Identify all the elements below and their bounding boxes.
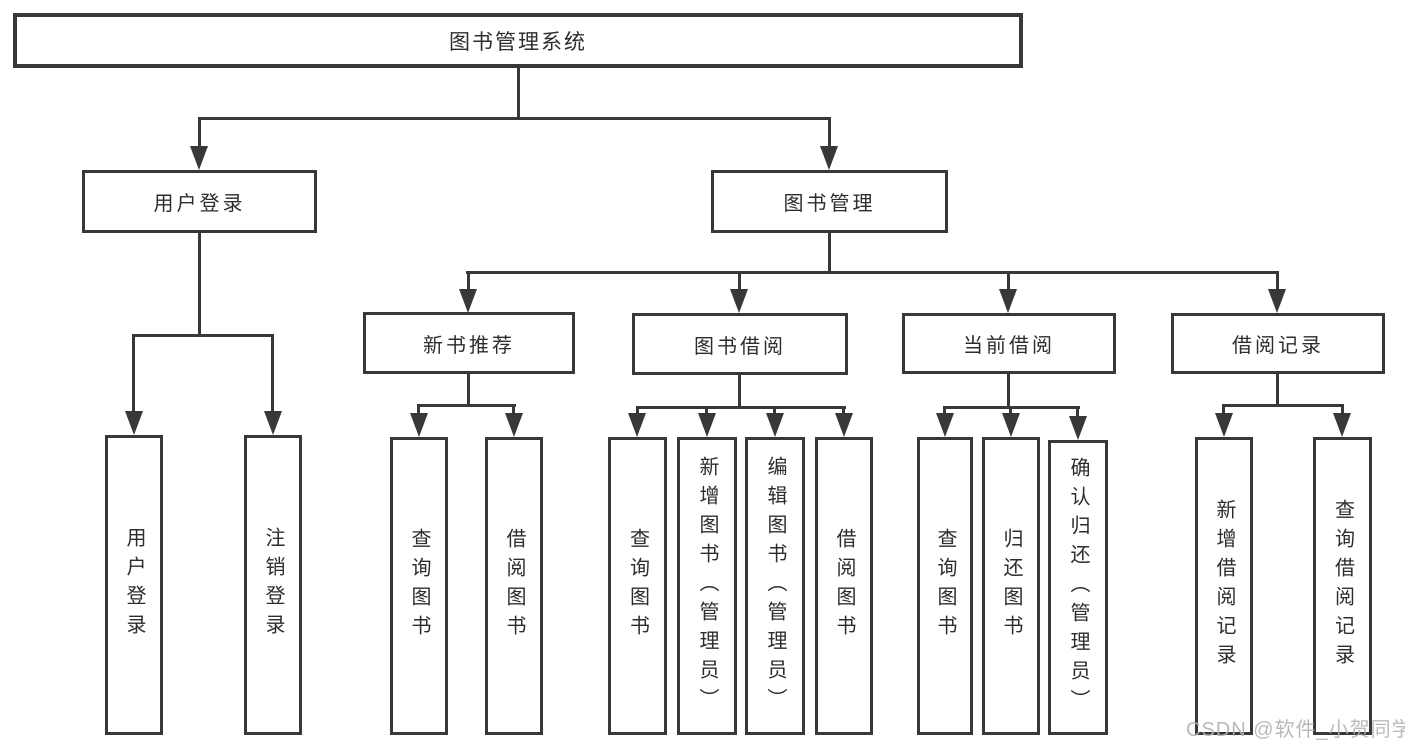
node-leaf-query-borrow-record-label: 查询借阅记录 (1331, 499, 1354, 673)
arrowhead (820, 146, 838, 170)
connector-records-trunk (1276, 373, 1279, 406)
arrowhead (730, 289, 748, 313)
arrowhead (125, 411, 143, 435)
node-book-borrowing-label: 图书借阅 (694, 335, 786, 358)
node-leaf-borrow-book-recommend-label: 借阅图书 (503, 528, 525, 644)
connector-stub (1276, 271, 1279, 292)
node-leaf-logout-login-label: 注销登录 (262, 527, 284, 643)
node-leaf-query-book-borrowing: 查询图书 (608, 437, 667, 735)
arrowhead (190, 146, 208, 170)
node-new-book-recommend-label: 新书推荐 (423, 334, 515, 357)
node-book-management: 图书管理 (711, 170, 948, 233)
connector-userlogin-branch (132, 334, 274, 337)
arrowhead (1215, 413, 1233, 437)
node-leaf-logout-login: 注销登录 (244, 435, 302, 735)
node-user-login: 用户登录 (82, 170, 317, 233)
arrowhead (459, 289, 477, 313)
connector-borrowing-branch (636, 406, 846, 409)
connector-root-trunk (517, 68, 520, 118)
connector-bookmgmt-trunk (828, 231, 831, 274)
node-leaf-borrow-book-borrowing-label: 借阅图书 (833, 528, 855, 644)
node-leaf-query-book-current-label: 查询图书 (934, 528, 956, 644)
connector-stub (738, 271, 741, 292)
arrowhead (1268, 289, 1286, 313)
arrowhead (698, 413, 716, 437)
connector-level1-branch (198, 117, 831, 120)
arrowhead (505, 413, 523, 437)
node-leaf-confirm-return-admin-label: 确认归还（管理员） (1067, 457, 1089, 718)
connector-stub (467, 271, 470, 292)
node-current-borrowing-label: 当前借阅 (963, 335, 1055, 357)
node-leaf-add-book-admin-label: 新增图书（管理员） (696, 455, 718, 717)
connector-stub (842, 406, 845, 416)
connector-stub (943, 406, 946, 416)
connector-level3-branch (466, 271, 1279, 274)
connector-records-branch (1222, 404, 1344, 407)
arrowhead (1333, 413, 1351, 437)
arrowhead (1069, 416, 1087, 440)
arrowhead (264, 411, 282, 435)
node-book-management-label: 图书管理 (783, 193, 876, 215)
connector-stub (198, 117, 201, 148)
connector-stub (1222, 404, 1225, 416)
connector-stub (417, 404, 420, 416)
connector-stub (1341, 404, 1344, 416)
node-current-borrowing: 当前借阅 (902, 313, 1116, 374)
connector-current-trunk (1007, 373, 1010, 408)
arrowhead (1002, 413, 1020, 437)
node-new-book-recommend: 新书推荐 (363, 312, 575, 374)
connector-recommend-trunk (467, 373, 470, 406)
node-borrow-records: 借阅记录 (1171, 313, 1385, 374)
node-leaf-borrow-book-recommend: 借阅图书 (485, 437, 543, 735)
connector-stub (636, 406, 639, 416)
node-leaf-add-book-admin: 新增图书（管理员） (677, 437, 737, 735)
node-user-login-label: 用户登录 (153, 193, 246, 215)
connector-stub (773, 406, 776, 416)
node-leaf-add-borrow-record: 新增借阅记录 (1195, 437, 1253, 735)
node-leaf-confirm-return-admin: 确认归还（管理员） (1048, 440, 1108, 735)
node-borrow-records-label: 借阅记录 (1232, 335, 1324, 357)
connector-stub (1009, 406, 1012, 416)
arrowhead (628, 413, 646, 437)
node-leaf-query-book-recommend: 查询图书 (390, 437, 448, 735)
node-leaf-add-borrow-record-label: 新增借阅记录 (1213, 499, 1235, 673)
node-root: 图书管理系统 (13, 13, 1023, 68)
arrowhead (410, 413, 428, 437)
node-leaf-query-book-current: 查询图书 (917, 437, 973, 735)
connector-borrowing-trunk (738, 374, 741, 408)
connector-stub (828, 117, 831, 148)
node-leaf-return-book: 归还图书 (982, 437, 1040, 735)
node-leaf-query-borrow-record: 查询借阅记录 (1313, 437, 1372, 735)
node-leaf-query-book-borrowing-label: 查询图书 (626, 528, 649, 644)
arrowhead (766, 413, 784, 437)
csdn-watermark: CSDN @软件_小贺同学 (1186, 719, 1405, 741)
node-leaf-query-book-recommend-label: 查询图书 (408, 528, 430, 644)
connector-stub (1076, 406, 1079, 418)
node-root-label: 图书管理系统 (449, 30, 587, 54)
arrowhead (835, 413, 853, 437)
node-leaf-edit-book-admin-label: 编辑图书（管理员） (764, 455, 786, 717)
connector-recommend-branch (417, 404, 516, 407)
node-leaf-user-login-label: 用户登录 (123, 527, 145, 643)
connector-stub (271, 334, 274, 414)
connector-userlogin-trunk (198, 231, 201, 336)
node-leaf-user-login: 用户登录 (105, 435, 163, 735)
connector-stub (1007, 271, 1010, 292)
node-leaf-return-book-label: 归还图书 (1000, 528, 1022, 644)
connector-stub (512, 404, 515, 416)
node-leaf-borrow-book-borrowing: 借阅图书 (815, 437, 873, 735)
connector-stub (705, 406, 708, 416)
node-book-borrowing: 图书借阅 (632, 313, 848, 375)
arrowhead (999, 289, 1017, 313)
connector-stub (132, 334, 135, 414)
arrowhead (936, 413, 954, 437)
node-leaf-edit-book-admin: 编辑图书（管理员） (745, 437, 805, 735)
